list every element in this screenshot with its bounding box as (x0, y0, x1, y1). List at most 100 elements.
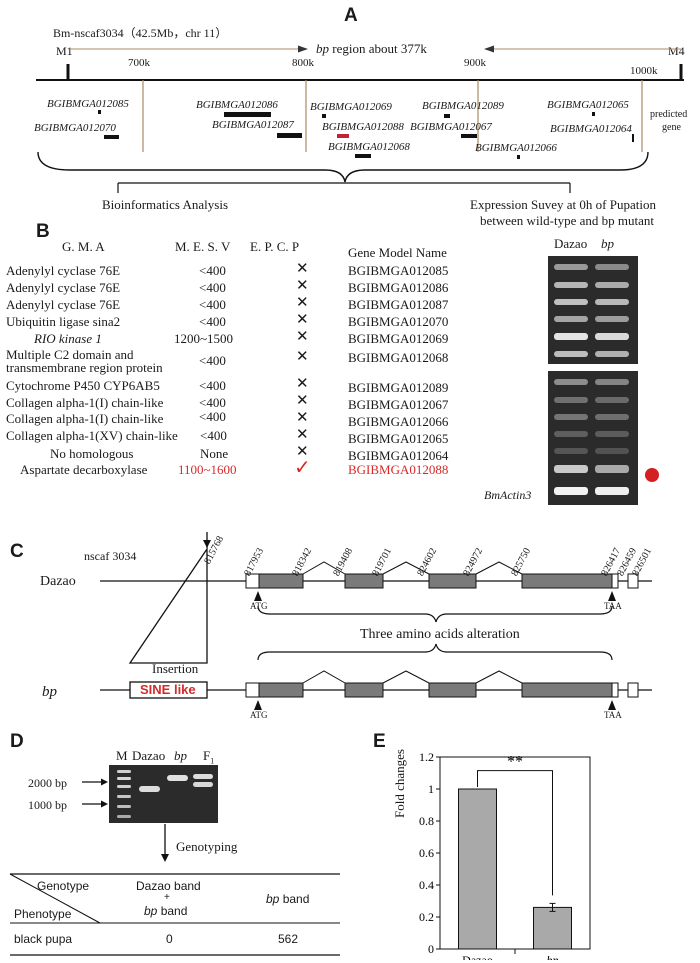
gene-bar-012088 (337, 134, 349, 138)
size-1000-label: 1000 bp (28, 798, 67, 812)
row-model: BGIBMGA012069 (348, 331, 449, 346)
row-model: BGIBMGA012086 (348, 280, 449, 295)
bioinformatics-heading: Bioinformatics Analysis (102, 197, 229, 212)
gel-lane-bp: bp (601, 236, 614, 251)
row-mesv-highlight: 1100~1600 (178, 462, 237, 477)
gene-label-012086: BGIBMGA012086 (196, 99, 278, 111)
row-mesv: <400 (199, 297, 226, 312)
row-epcp-cross-icon: ✕ (296, 278, 309, 294)
mut-atg-marker-icon (254, 700, 262, 710)
tick-label-800k: 800k (292, 57, 314, 69)
insertion-label: Insertion (152, 661, 199, 676)
header-gma: G. M. A (62, 239, 105, 254)
atg-label: ATG (250, 601, 268, 611)
row-epcp-cross-icon: ✕ (296, 376, 309, 392)
row-model: BGIBMGA012065 (348, 431, 449, 446)
exon1 (258, 573, 304, 589)
gene-label-012088: BGIBMGA012088 (322, 121, 404, 133)
expression-gel-lower (548, 371, 638, 505)
taa-label: TAA (604, 601, 622, 611)
gene-label-012067: BGIBMGA012067 (410, 121, 492, 133)
expression-heading-2: between wild-type and bp mutant (480, 213, 655, 228)
gene-label-012089: BGIBMGA012089 (422, 100, 504, 112)
row-epcp-cross-icon: ✕ (296, 349, 309, 365)
gel-d-lane-dazao: Dazao (132, 748, 166, 763)
arrowhead-right-icon (298, 45, 308, 53)
row-model: BGIBMGA012067 (348, 397, 449, 412)
panel-label-b: B (36, 221, 50, 242)
row-gma: Cytochrome P450 CYP6AB5 (6, 378, 160, 393)
panel-label-a: A (344, 5, 358, 26)
row-epcp-cross-icon: ✕ (296, 261, 309, 277)
row-model: BGIBMGA012085 (348, 263, 449, 278)
header-mesv: M. E. S. V (175, 239, 231, 254)
table-value-2: 562 (278, 932, 299, 946)
arrow-down-icon (161, 854, 169, 862)
map-graphics (36, 45, 684, 193)
row-mesv: <400 (199, 263, 226, 278)
gel-lane-dazao: Dazao (554, 236, 588, 251)
gene-word-label: gene (662, 122, 681, 133)
table-row-label: black pupa (14, 932, 73, 946)
header-epcp: E. P. C. P (250, 239, 300, 254)
exon2 (344, 573, 384, 589)
scaffold-label: Bm-nscaf3034（42.5Mb，chr 11） (53, 26, 228, 40)
row-mesv: <400 (200, 428, 227, 443)
arrowhead-left-icon (484, 45, 494, 53)
y-tick-label: 0.2 (419, 910, 434, 924)
row-mesv: <400 (199, 378, 226, 393)
intron3 (475, 561, 523, 575)
tick-label-900k: 900k (464, 57, 486, 69)
actin-label: BmActin3 (484, 488, 532, 502)
intron2 (382, 561, 430, 575)
significance-label: ** (507, 754, 523, 771)
row-gma: No homologous (50, 446, 134, 461)
row-gma: Adenylyl cyclase 76E (6, 280, 121, 295)
row-epcp-cross-icon: ✕ (296, 444, 309, 460)
predicted-label: predicted (650, 109, 688, 120)
row-gma: Collagen alpha-1(I) chain-like (6, 395, 164, 410)
mut-exon1 (258, 682, 304, 698)
mut-exon2 (344, 682, 384, 698)
gene-label-012064: BGIBMGA012064 (550, 123, 632, 135)
table-col2-header: bp band (266, 892, 310, 906)
alteration-label: Three amino acids alteration (360, 627, 520, 642)
y-axis-title: Fold changes (392, 749, 407, 818)
gene-structure-graphics (100, 532, 652, 710)
cds-brace-top (257, 605, 613, 623)
gene-label-012065: BGIBMGA012065 (547, 99, 629, 111)
intron1 (302, 561, 346, 575)
panel-label-d: D (10, 731, 24, 752)
bar (533, 906, 572, 950)
mut-atg-label: ATG (250, 710, 268, 720)
row-gma: Collagen alpha-1(XV) chain-like (6, 428, 178, 443)
gene-bar-012066 (517, 155, 520, 159)
row-model: BGIBMGA012070 (348, 314, 449, 329)
row-mesv: <400 (199, 409, 226, 424)
expression-heading-1: Expression Suvey at 0h of Pupation (470, 197, 656, 212)
row-mesv: <400 (199, 395, 226, 410)
cds-brace-bottom (257, 643, 613, 661)
atg-marker-icon (254, 591, 262, 601)
row-gma-highlight: Aspartate decarboxylase (20, 462, 148, 477)
sine-label: SINE like (140, 682, 196, 697)
row-mesv: <400 (199, 314, 226, 329)
size-2000-label: 2000 bp (28, 776, 67, 790)
region-label: bp region about 377k (316, 41, 427, 56)
gene-bar-012064 (632, 134, 634, 142)
exon4 (521, 573, 613, 589)
row-mesv: 1200~1500 (174, 331, 234, 346)
gene-label-012070: BGIBMGA012070 (34, 122, 116, 134)
taa-marker-icon (608, 591, 616, 601)
marker-m1: M1 (56, 44, 73, 58)
table-diagonal (9, 873, 101, 924)
row-model: BGIBMGA012089 (348, 380, 449, 395)
region-brace (37, 151, 649, 183)
table-value-1: 0 (166, 932, 173, 946)
genotyping-gel (109, 765, 218, 823)
wildtype-label: Dazao (40, 574, 76, 589)
y-tick-label: 1.2 (419, 750, 434, 764)
y-tick-label: 0.6 (419, 846, 434, 860)
utr3-box (611, 573, 619, 589)
insertion-triangle (128, 546, 208, 664)
